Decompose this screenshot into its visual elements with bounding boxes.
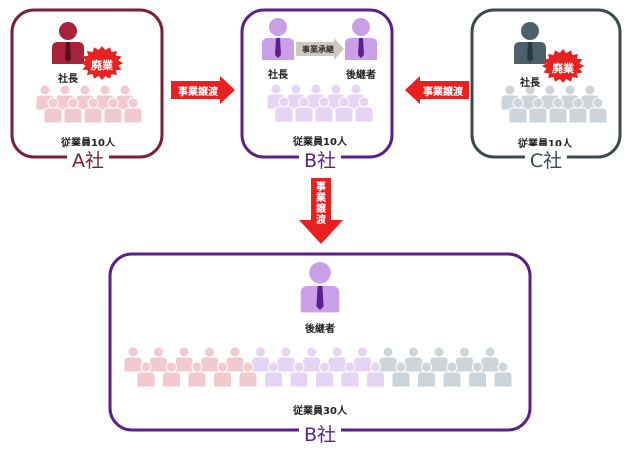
c-staff-front-1 — [528, 97, 548, 124]
b-president-label: 社長 — [268, 70, 288, 81]
result-staff-back-0 — [123, 346, 143, 373]
succession-arrow-icon — [296, 38, 344, 60]
a-closure-label: 廃業 — [91, 59, 113, 72]
c-staff-front-2 — [548, 97, 568, 124]
result-staff-back-6 — [276, 346, 296, 373]
c-staff-front-4 — [588, 97, 608, 124]
c-staff-front-3 — [568, 97, 588, 124]
result-employees-label: 従業員30人 — [293, 406, 347, 417]
result-staff-front-0 — [136, 361, 156, 388]
arrow-a-to-b — [171, 76, 235, 104]
result-staff-back-9 — [353, 346, 372, 373]
result-staff-back-2 — [174, 346, 194, 373]
result-successor-label: 後継者 — [305, 324, 335, 335]
result-successor-icon — [300, 262, 340, 313]
result-staff-front-14 — [493, 361, 513, 388]
a-president-label: 社長 — [58, 74, 78, 85]
a-staff-front-4 — [123, 97, 143, 124]
b-successor-icon — [345, 18, 377, 60]
result-staff-front-7 — [315, 361, 334, 388]
result-staff-front-1 — [162, 361, 181, 388]
b-staff-front-0 — [274, 96, 294, 123]
b-staff-front-3 — [334, 96, 354, 123]
c-company-name: C社 — [524, 146, 568, 173]
a-staff-front-1 — [63, 97, 83, 124]
c-staff-front-0 — [508, 97, 528, 124]
b-staff-front-1 — [294, 96, 314, 123]
result-staff-front-5 — [264, 361, 283, 388]
result-staff-back-4 — [225, 346, 245, 373]
c-president-icon — [514, 22, 546, 64]
a-staff-front-2 — [83, 97, 103, 124]
result-staff-front-9 — [366, 361, 385, 388]
a-staff-front-3 — [103, 97, 123, 124]
b-employees-label: 従業員10人 — [293, 137, 347, 148]
c-closure-burst-icon — [541, 49, 585, 83]
result-staff-back-10 — [378, 346, 398, 373]
a-company-name: A社 — [67, 146, 109, 173]
result-staff-front-3 — [213, 361, 232, 388]
result-staff-back-3 — [200, 346, 219, 373]
b-staff-front-2 — [314, 96, 334, 123]
result-staff-back-12 — [429, 346, 449, 373]
c-president-label: 社長 — [520, 78, 540, 89]
result-staff-front-2 — [187, 361, 207, 388]
a-president-icon — [52, 22, 84, 64]
result-staff-back-1 — [149, 346, 168, 373]
result-staff-front-10 — [391, 361, 411, 388]
result-staff-front-12 — [442, 361, 462, 388]
arrow-c-to-b — [405, 76, 469, 104]
result-staff-back-11 — [404, 346, 423, 373]
result-staff-front-4 — [238, 361, 258, 388]
b-president-icon — [262, 18, 294, 60]
result-staff-back-8 — [327, 346, 347, 373]
arrow-down-label: 事業譲渡 — [316, 182, 326, 226]
result-company-name: B社 — [298, 420, 342, 447]
a-staff-front-0 — [43, 97, 63, 124]
result-staff-front-13 — [468, 361, 487, 388]
succession-label: 事業承継 — [302, 45, 334, 54]
c-employees-label: 従業員10人 — [518, 139, 572, 150]
result-staff-back-14 — [480, 346, 500, 373]
a-closure-burst-icon — [80, 46, 124, 80]
result-staff-front-8 — [340, 361, 360, 388]
result-staff-front-11 — [417, 361, 436, 388]
arrow-a-to-b-label: 事業譲渡 — [178, 87, 218, 98]
a-employees-label: 従業員10人 — [61, 138, 115, 149]
result-staff-back-13 — [455, 346, 474, 373]
b-company-name: B社 — [298, 146, 342, 173]
result-staff-back-5 — [251, 346, 270, 373]
c-closure-label: 廃業 — [552, 62, 574, 75]
result-staff-back-7 — [302, 346, 321, 373]
b-successor-label: 後継者 — [346, 70, 376, 81]
result-staff-front-6 — [289, 361, 309, 388]
b-staff-front-4 — [354, 96, 374, 123]
arrow-c-to-b-label: 事業譲渡 — [423, 87, 463, 98]
arrow-down-b — [299, 178, 343, 244]
